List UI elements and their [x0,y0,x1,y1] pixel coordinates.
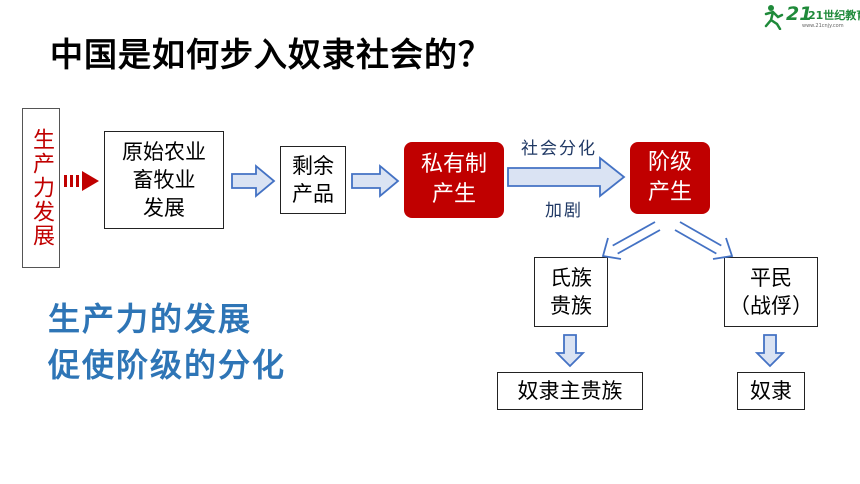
svg-text:21世纪教育: 21世纪教育 [808,8,860,22]
social-split-label: 社会分化 [521,139,597,159]
diagonal-arrow-right-icon [674,221,734,260]
slaveowners-box: 奴隶主贵族 [497,372,643,410]
conclusion-text: 生产力的发展 促使阶级的分化 [48,300,287,384]
classes-box: 阶级 产生 [630,142,710,214]
svg-text:21: 21 [786,3,812,25]
right-arrow-icon [231,164,276,198]
runner-icon [764,5,784,30]
commoners-box: 平民 （战俘） [724,257,818,327]
page-title: 中国是如何步入奴隶社会的？ [50,35,492,74]
svg-text:www.21cnjy.com: www.21cnjy.com [802,23,844,29]
nobles-box: 氏族 贵族 [534,257,608,327]
agriculture-box: 原始农业 畜牧业 发展 [104,131,224,229]
down-arrow-icon [754,334,786,368]
intensify-label: 加剧 [545,201,583,221]
red-arrow-icon [64,171,99,191]
right-arrow-long-icon [507,156,626,198]
right-arrow-icon [351,164,400,198]
down-arrow-icon [554,334,586,368]
surplus-box: 剩余 产品 [280,146,346,214]
slaves-box: 奴隶 [737,372,805,410]
private-property-box: 私有制 产生 [404,142,504,218]
logo-21cnjy: 21 21世纪教育 www.21cnjy.com [764,3,860,30]
diagonal-arrow-left-icon [601,221,661,260]
productivity-box: 生产力发展 [22,108,60,268]
